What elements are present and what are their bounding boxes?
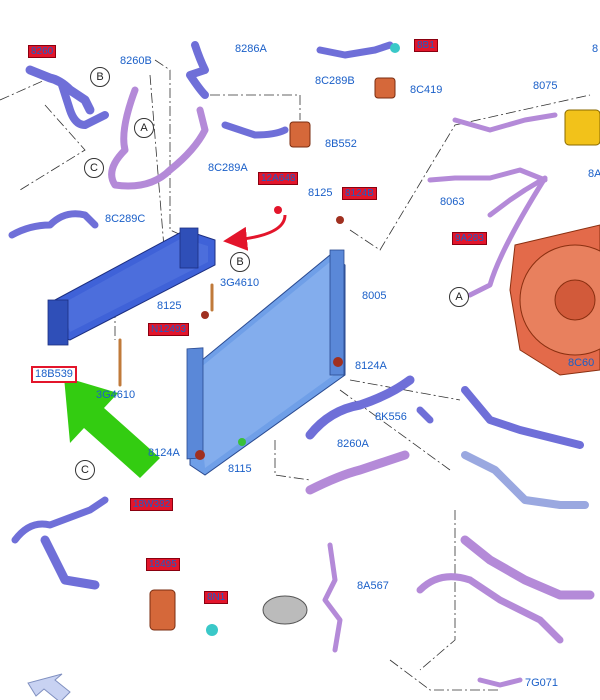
label-8260a: 8260A (337, 438, 369, 450)
callout-a-right: A (449, 287, 469, 307)
label-8124a-left: 8124A (148, 447, 180, 459)
redbox-18495: 18495 (146, 558, 180, 571)
redbox-8n1: 8N1 (204, 591, 229, 604)
callout-b-top: B (90, 67, 110, 87)
nav-arrow-icon (27, 673, 71, 700)
label-8c289a: 8C289A (208, 162, 248, 174)
label-8115: 8115 (228, 463, 252, 475)
label-8b552: 8B552 (325, 138, 357, 150)
label-8260b: 8260B (120, 55, 152, 67)
red-arrow (223, 214, 287, 251)
label-8005: 8005 (362, 290, 387, 302)
fan-shroud-8C607 (509, 224, 600, 376)
label-8075: 8075 (533, 80, 558, 92)
label-8063: 8063 (440, 196, 465, 208)
label-3g4610-top: 3G4610 (220, 277, 260, 289)
redbox-9a283: 9A283 (452, 232, 487, 245)
label-8125-mid: 8125 (157, 300, 182, 312)
redbox-12a648: 12A648 (258, 172, 299, 185)
redbox-18w382: 18W382 (130, 498, 174, 511)
label-8c607: 8C60 (568, 357, 595, 369)
redbox-8b1: 8B1 (414, 39, 438, 52)
label-8125-top: 8125 (308, 187, 333, 199)
label-8c419: 8C419 (410, 84, 443, 96)
label-8a-edge: 8A (588, 168, 600, 180)
label-8286a: 8286A (235, 43, 267, 55)
highlighted-part-18b539[interactable]: 18B539 (31, 366, 77, 383)
label-8k556: 8K556 (375, 411, 407, 423)
label-7g071: 7G071 (525, 677, 559, 689)
redbox-8124b: 8124B (342, 187, 377, 200)
redbox-n12493: N12493 (148, 323, 190, 336)
coolant-reservoir-8A080 (564, 109, 600, 146)
label-3g4610-bottom: 3G4610 (96, 389, 136, 401)
redbox-8260: 8260 (28, 45, 57, 58)
callout-c-bottom: C (75, 460, 95, 480)
label-8a567: 8A567 (357, 580, 389, 592)
label-8c289b: 8C289B (315, 75, 355, 87)
label-8-edge: 8 (592, 43, 599, 55)
small-parts (149, 43, 400, 636)
label-8c289c: 8C289C (105, 213, 146, 225)
hoses (8, 41, 595, 688)
callout-a-top: A (134, 118, 154, 138)
radiator-8005 (186, 249, 346, 476)
callout-c-top: C (84, 158, 104, 178)
green-pointer-arrow (64, 377, 160, 478)
callout-b-mid: B (230, 252, 250, 272)
condenser-18B539 (47, 227, 216, 346)
label-8124a-right: 8124A (355, 360, 387, 372)
